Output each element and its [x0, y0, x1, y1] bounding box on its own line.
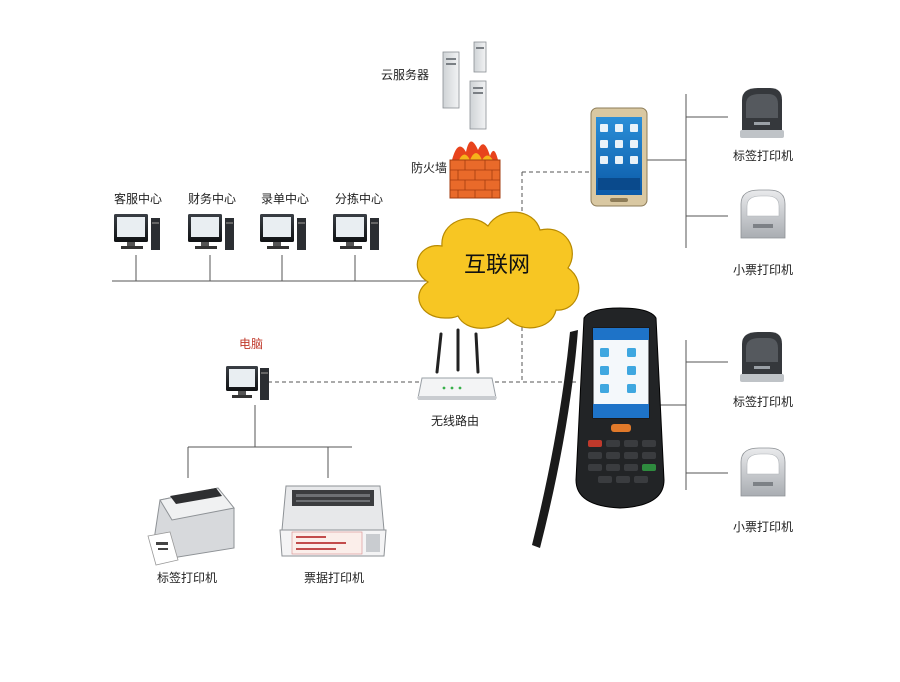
terminal-label-sorting: 分拣中心: [335, 191, 383, 206]
cloud-server-icon: [442, 41, 487, 130]
label-printer-icon: [147, 487, 235, 566]
bill-printer-label: 票据打印机: [304, 571, 364, 585]
bill-printer-icon: [279, 485, 387, 557]
firewall-icon: [449, 141, 501, 199]
firewall-label: 防火墙: [411, 160, 447, 175]
upper-receipt-printer-label: 小票打印机: [733, 263, 793, 277]
terminal-label-finance: 财务中心: [188, 191, 236, 206]
bottom-label-printer-label: 标签打印机: [157, 570, 217, 585]
monitor-icon: [260, 214, 306, 250]
smartphone-icon: [590, 107, 648, 207]
terminal-label-service: 客服中心: [114, 191, 162, 206]
internet-cloud-icon: [416, 211, 580, 329]
monitor-icon: [333, 214, 379, 250]
handheld-terminal-icon: [532, 307, 665, 548]
monitor-icon: [188, 214, 234, 250]
upper-receipt-printer-icon: [740, 189, 786, 239]
computer-icon: [226, 366, 269, 400]
connection-lines: [112, 94, 728, 490]
internet-label: 互联网: [464, 253, 530, 278]
wireless-links: [268, 171, 594, 383]
monitor-icon: [114, 214, 160, 250]
router-label: 无线路由: [431, 413, 479, 428]
lower-label-printer-label: 标签打印机: [733, 394, 793, 409]
pc-label: 电脑: [239, 337, 263, 351]
wireless-router-icon: [417, 328, 497, 400]
lower-receipt-printer-label: 小票打印机: [733, 520, 793, 534]
terminal-label-order-entry: 录单中心: [261, 191, 309, 206]
upper-label-printer-icon: [740, 88, 784, 138]
lower-receipt-printer-icon: [740, 447, 786, 497]
upper-label-printer-label: 标签打印机: [733, 148, 793, 163]
terminal-monitors: [114, 214, 379, 250]
cloud-server-label: 云服务器: [381, 67, 429, 82]
lower-label-printer-icon: [740, 332, 784, 382]
